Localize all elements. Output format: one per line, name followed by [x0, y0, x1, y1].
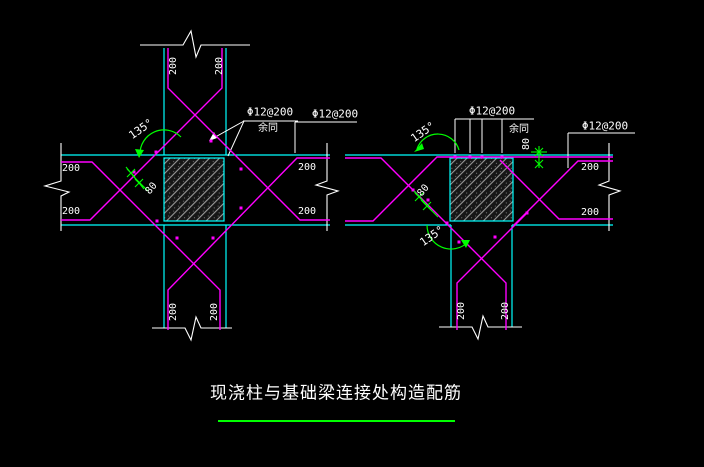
dim-column-width-left-top-2: 200: [214, 56, 225, 76]
drawing-title: 现浇柱与基础梁连接处构造配筋: [210, 383, 462, 404]
right-offset-dimension-vertical: [531, 146, 547, 169]
right-rebar-lines: [345, 156, 613, 330]
right-offset-dimension-diagonal: [413, 190, 439, 218]
rebar-spec-label-left-1: Φ12@200: [246, 105, 294, 119]
right-leader-lines: [454, 118, 635, 168]
right-angle-arc-bottom-arrow: [461, 240, 470, 248]
left-diagram: [42, 29, 357, 342]
dim-beam-right2-top: 200: [580, 162, 600, 173]
left-angle-arc-arrow: [135, 149, 144, 158]
rebar-spec-label-right-1: Φ12@200: [468, 104, 516, 118]
title-underline: [218, 420, 455, 422]
left-angle-arc: [139, 129, 182, 156]
right-column-section-hatch: [449, 157, 514, 222]
left-rebar-lines: [61, 48, 330, 330]
right-rebar-dots: [411, 155, 529, 244]
dim-column-width-right-2: 200: [500, 301, 511, 321]
rebar-spec-label-left-2: Φ12@200: [311, 107, 359, 121]
left-break-symbols: [42, 29, 340, 342]
dim-column-width-right-1: 200: [456, 301, 467, 321]
dim-column-width-left-top-1: 200: [168, 56, 179, 76]
dim-column-width-left-bottom-1: 200: [168, 302, 179, 322]
left-leader-lines: [209, 120, 357, 157]
right-break-symbols: [439, 143, 622, 341]
left-rebar-dots: [132, 139, 243, 240]
left-column-section-hatch: [163, 157, 225, 222]
right-angle-arc-bottom: [426, 224, 469, 250]
dim-beam-right2-bottom: 200: [580, 207, 600, 218]
rebar-spec-label-right-2: Φ12@200: [581, 119, 629, 133]
right-angle-arc-top-arrow: [414, 143, 424, 152]
dim-beam-left-bottom: 200: [61, 206, 81, 217]
right-angle-arc-top: [416, 133, 460, 151]
rest-same-note-left: 余同: [258, 123, 278, 134]
dim-beam-left-top: 200: [61, 163, 81, 174]
left-member-outlines: [61, 48, 330, 328]
dim-column-width-left-bottom-2: 200: [209, 302, 220, 322]
bend-offset-label-right-vertical: 80: [521, 137, 532, 151]
left-offset-dimension: [125, 166, 149, 192]
dim-beam-right-top: 200: [297, 162, 317, 173]
right-diagram: [345, 118, 635, 341]
dim-beam-right-bottom: 200: [297, 206, 317, 217]
rest-same-note-right: 余同: [509, 124, 529, 135]
